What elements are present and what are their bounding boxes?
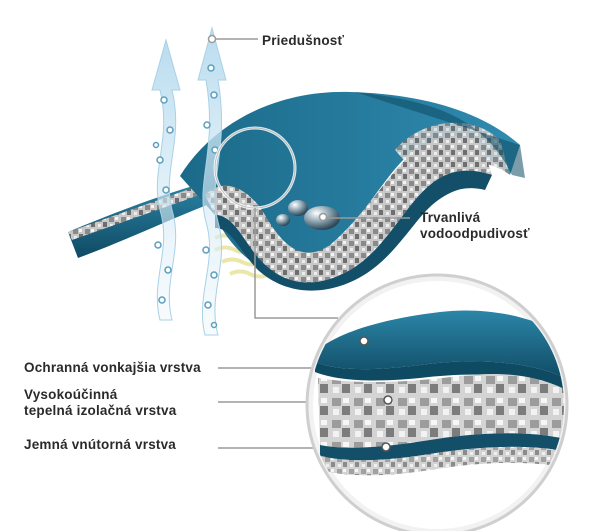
insulation-line2: tepelná izolačná vrstva xyxy=(24,403,177,418)
zoom-detail-circle xyxy=(305,273,569,531)
outer-layer-label: Ochranná vonkajšia vrstva xyxy=(24,360,201,375)
airflow-arrow-right xyxy=(197,26,227,336)
insulation-layer-label: Vysokoúčinná tepelná izolačná vrstva xyxy=(24,387,176,419)
fabric-sample xyxy=(68,91,525,291)
breathability-label: Priedušnosť xyxy=(262,33,345,48)
insulation-line1: Vysokoúčinná xyxy=(24,387,118,402)
airflow-arrow-left xyxy=(151,38,181,321)
inner-layer-label: Jemná vnútorná vrstva xyxy=(24,437,177,452)
water-droplets xyxy=(276,200,340,230)
water-repellency-label: Trvanlivá vodoodpudivosť xyxy=(420,210,530,242)
water-repellency-line1: Trvanlivá xyxy=(420,210,481,225)
water-repellency-line2: vodoodpudivosť xyxy=(420,226,530,241)
